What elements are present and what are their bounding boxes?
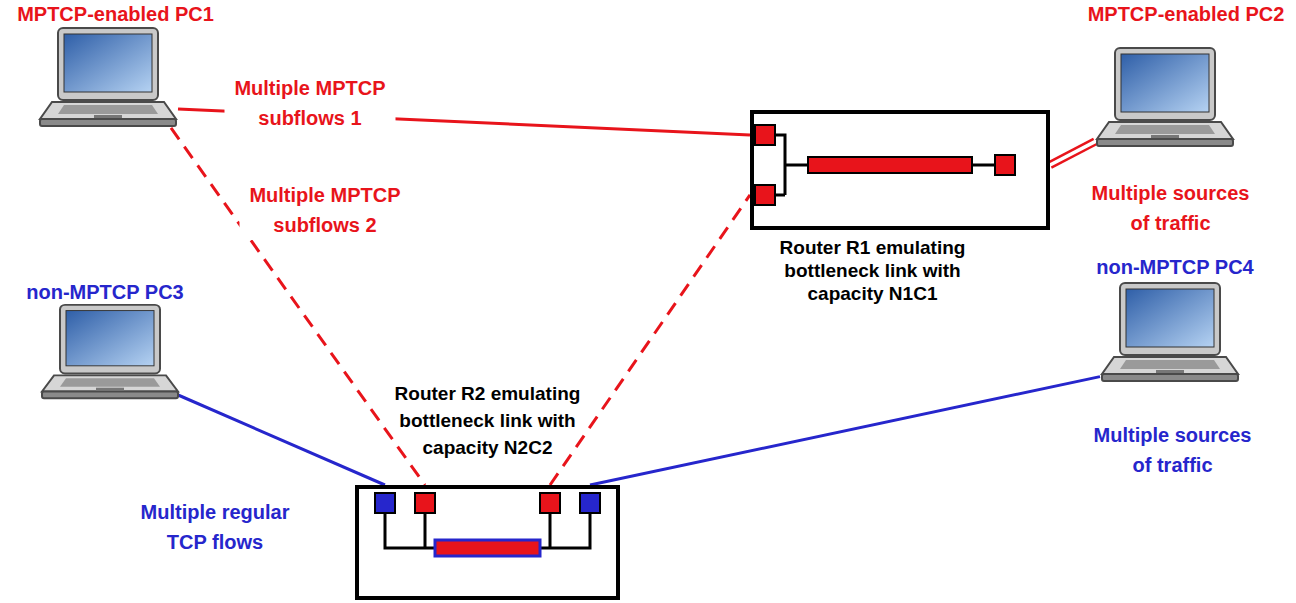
pc-laptop: non-MPTCP PC4Multiple sources of traffic (1075, 255, 1275, 480)
node-label: Router R1 emulating bottleneck link with… (760, 236, 985, 305)
router-box: Router R1 emulating bottleneck link with… (750, 110, 1050, 305)
node-label: Multiple sources of traffic (1085, 420, 1260, 480)
laptop-icon (1095, 45, 1235, 150)
double-link (1049, 139, 1097, 168)
router-box: Router R2 emulating bottleneck link with… (355, 380, 620, 600)
edge-label: Multiple MPTCP subflows 2 (240, 180, 411, 240)
pc-laptop: MPTCP-enabled PC2Multiple sources of tra… (1080, 2, 1292, 238)
edge-label: Multiple MPTCP subflows 1 (225, 73, 396, 133)
dashed-subflow (550, 195, 750, 485)
laptop-icon (40, 302, 180, 402)
edge-label: Multiple regular TCP flows (125, 497, 306, 557)
laptop-icon (1100, 280, 1240, 385)
laptop-icon (38, 25, 178, 130)
router-symbol (355, 485, 620, 600)
pc-laptop: non-MPTCP PC3 (15, 280, 195, 402)
node-label: MPTCP-enabled PC2 (1080, 2, 1292, 26)
pc-laptop: MPTCP-enabled PC1 (8, 2, 223, 130)
link-line (176, 394, 385, 485)
router-symbol (750, 110, 1050, 230)
node-label: Multiple sources of traffic (1083, 178, 1258, 238)
node-label: MPTCP-enabled PC1 (8, 2, 223, 26)
node-label: non-MPTCP PC4 (1075, 255, 1275, 279)
node-label: non-MPTCP PC3 (15, 280, 195, 304)
node-label: Router R2 emulating bottleneck link with… (375, 380, 600, 461)
link-line (590, 377, 1100, 485)
dashed-subflow (171, 128, 425, 485)
